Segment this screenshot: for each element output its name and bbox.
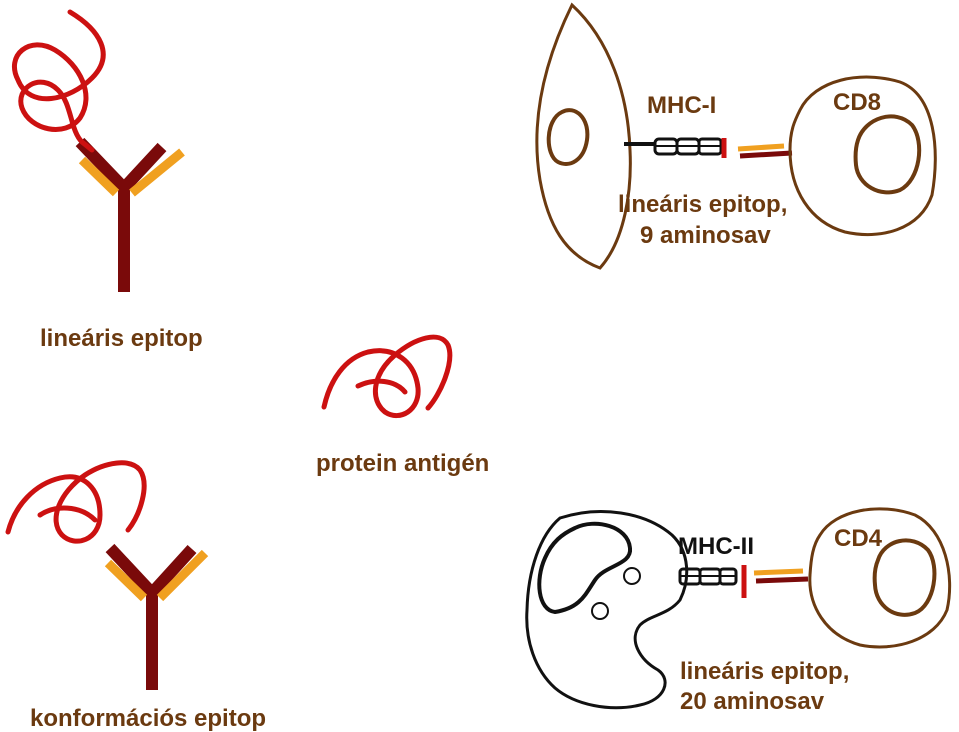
apc-cell [525, 510, 689, 710]
apc-vesicle [623, 567, 641, 585]
mhc1-epitope-label-line1: lineáris epitop, [618, 191, 787, 218]
cd4-tcr [753, 568, 809, 584]
mhc2-epitope-label-line2: 20 aminosav [680, 688, 825, 715]
cd8-tcr [737, 143, 793, 159]
cd4-cell-nucleus [872, 538, 937, 617]
conformational-epitope-antibody [104, 543, 209, 690]
mhc2-molecule [678, 567, 738, 586]
conformational-epitope-label: konformációs epitop [30, 705, 266, 732]
protein-antigen-label: protein antigén [316, 450, 489, 477]
mhc1-presenting-cell [535, 2, 632, 270]
cd4-t-cell [808, 507, 952, 649]
linear-antigen-chain [11, 9, 106, 153]
cd4-label: CD4 [834, 525, 883, 552]
mhc2-label: MHC-II [678, 533, 754, 560]
cd8-t-cell [788, 75, 937, 237]
mhc2-epitope-label-line1: lineáris epitop, [680, 658, 849, 685]
protein-antigen-fold [321, 334, 453, 419]
linear-epitope-antibody [75, 137, 185, 292]
cd8-cell-nucleus [853, 114, 922, 195]
apc-nucleus [537, 521, 632, 615]
apc-vesicle [591, 602, 609, 620]
linear-epitope-label: lineáris epitop [40, 325, 203, 352]
cd8-label: CD8 [833, 89, 881, 116]
mhc1-label: MHC-I [647, 92, 716, 119]
mhc1-epitope-label-line2: 9 aminosav [640, 222, 771, 249]
mhc1-cell-nucleus [546, 108, 590, 166]
conformational-antigen-fold [5, 460, 147, 544]
mhc1-molecule [624, 137, 723, 156]
